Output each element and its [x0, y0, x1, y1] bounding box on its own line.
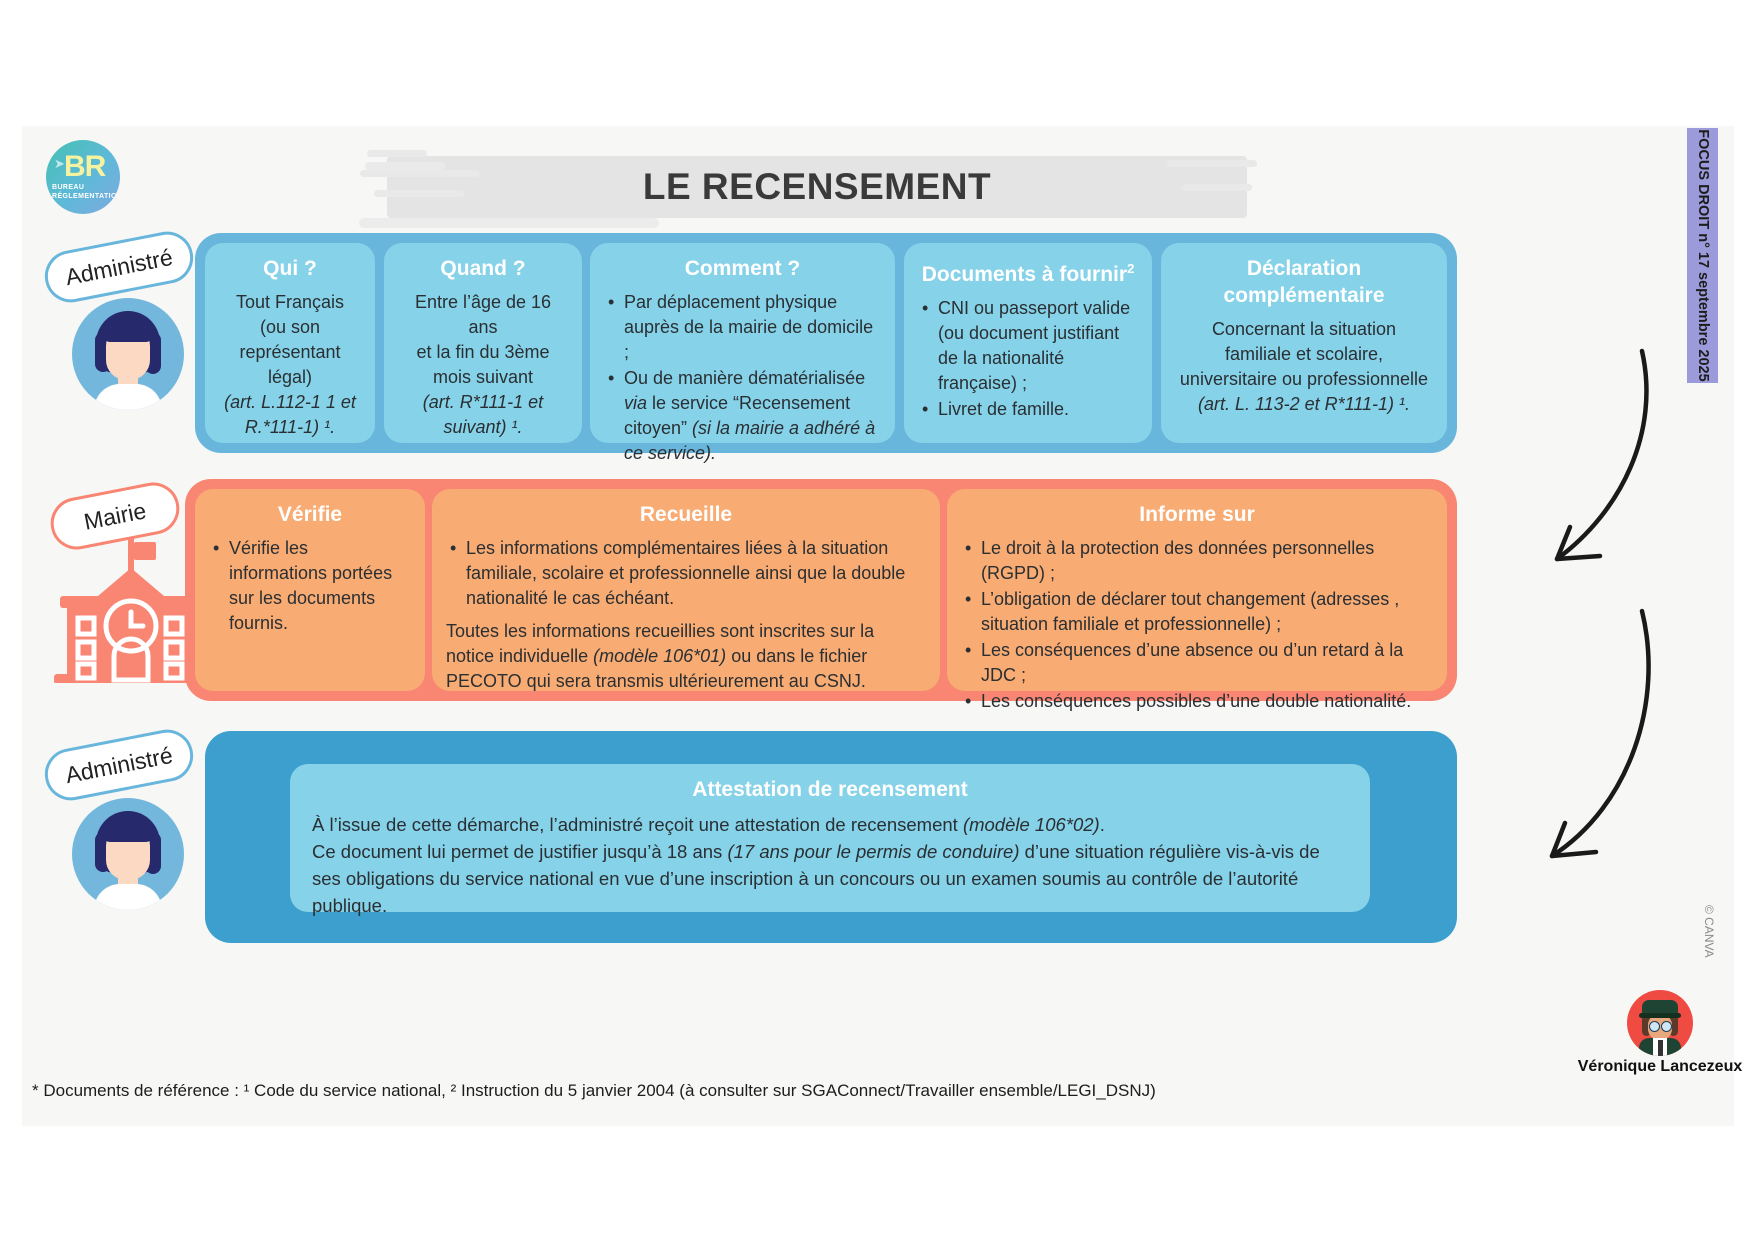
avatar	[72, 298, 184, 410]
card-paragraph: À l’issue de cette démarche, l’administr…	[312, 814, 1105, 835]
focus-droit-label: FOCUS DROIT n° 17 septembre 2025	[1695, 129, 1711, 382]
card-comment: Comment ? Par déplacement physique auprè…	[590, 243, 895, 463]
infographic-canvas: ➤ BR BUREAU RÉGLEMENTATION LE RECENSEMEN…	[22, 126, 1734, 1126]
author-name: Véronique Lancezeux	[1577, 1058, 1743, 1075]
card-informe-sur: Informe sur Le droit à la protection des…	[947, 489, 1447, 714]
card-title: Documents à fournir2	[921, 261, 1135, 286]
actor-label-administre-bottom: Administré	[40, 725, 198, 805]
card-title: Recueille	[639, 503, 733, 526]
logo-subtitle: BUREAU RÉGLEMENTATION	[52, 184, 120, 200]
card-attestation-de-recensement: Attestation de recensement À l’issue de …	[290, 764, 1370, 916]
list-item: Ou de manière dématérialisée via le serv…	[608, 366, 881, 466]
card-body: Vérifie les informations portées sur les…	[209, 536, 411, 636]
card-documents-a-fournir: Documents à fournir2 CNI ou passeport va…	[904, 243, 1152, 443]
card-recueille: Recueille Les informations complémentair…	[432, 489, 940, 691]
card-body: Le droit à la protection des données per…	[961, 536, 1433, 714]
list-item: Les conséquences d’une absence ou d’un r…	[965, 638, 1433, 688]
avatar	[72, 798, 184, 910]
list-item: Par déplacement physique auprès de la ma…	[608, 290, 881, 365]
flow-arrow-1-icon	[1554, 348, 1649, 562]
card-verifie: Vérifie Vérifie les informations portées…	[195, 489, 425, 691]
logo-arrow-icon: ➤	[54, 156, 65, 171]
focus-droit-band: FOCUS DROIT n° 17 septembre 2025	[1687, 128, 1718, 383]
list-item: Vérifie les informations portées sur les…	[213, 536, 411, 636]
card-quand: Quand ? Entre l’âge de 16 ans et la fin …	[384, 243, 582, 443]
bureau-reglementation-logo: ➤ BR BUREAU RÉGLEMENTATION	[46, 140, 120, 214]
title-brush-background	[359, 156, 1247, 228]
list-item: CNI ou passeport valide (ou document jus…	[922, 296, 1138, 396]
card-body: À l’issue de cette démarche, l’administr…	[312, 811, 1348, 919]
card-title: Qui ?	[263, 257, 317, 280]
card-title: Informe sur	[1139, 503, 1255, 526]
footnote-references: * Documents de référence : ¹ Code du ser…	[32, 1081, 1156, 1100]
list-item: L’obligation de déclarer tout changement…	[965, 587, 1433, 637]
list-item: Les informations complémentaires liées à…	[450, 536, 926, 611]
card-body: CNI ou passeport valide (ou document jus…	[918, 296, 1138, 422]
gendarme-avatar-icon	[1627, 990, 1693, 1056]
card-title: Déclaration complémentaire	[1223, 257, 1385, 307]
actor-label-administre-top: Administré	[40, 227, 198, 307]
card-title: Attestation de recensement	[692, 778, 968, 801]
card-qui: Qui ? Tout Français (ou son représentant…	[205, 243, 375, 443]
town-hall-icon	[40, 538, 190, 683]
card-body: Tout Français (ou son représentant légal…	[224, 292, 356, 437]
card-body: Entre l’âge de 16 ans et la fin du 3ème …	[414, 292, 552, 437]
logo-initials: BR	[64, 150, 106, 183]
author-signature: Véronique Lancezeux	[1570, 990, 1750, 1076]
card-body: Concernant la situation familiale et sco…	[1179, 319, 1429, 414]
flow-arrow-2-icon	[1549, 608, 1651, 859]
card-declaration-complementaire: Déclaration complémentaire Concernant la…	[1161, 243, 1447, 443]
list-item: Livret de famille.	[922, 397, 1138, 422]
page-title: LE RECENSEMENT	[642, 166, 992, 207]
card-paragraph: Ce document lui permet de justifier jusq…	[312, 841, 1320, 916]
card-paragraph: Toutes les informations recueillies sont…	[446, 621, 875, 691]
card-title: Comment ?	[684, 257, 801, 280]
card-title: Vérifie	[277, 503, 343, 526]
list-item: Le droit à la protection des données per…	[965, 536, 1433, 586]
card-title: Quand ?	[440, 257, 526, 280]
list-item: Les conséquences possibles d’une double …	[965, 689, 1433, 714]
card-body: Par déplacement physique auprès de la ma…	[604, 290, 881, 466]
card-body: Les informations complémentaires liées à…	[446, 536, 926, 694]
